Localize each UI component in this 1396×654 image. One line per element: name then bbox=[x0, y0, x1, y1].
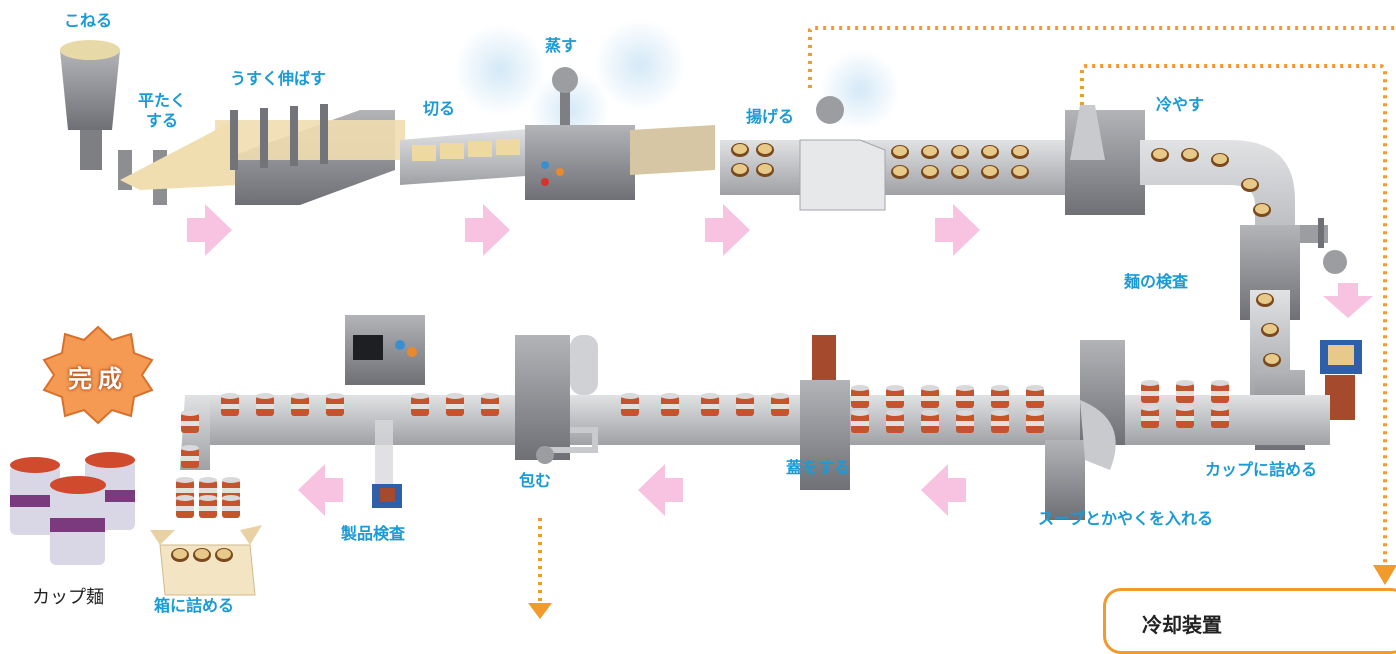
label-cut: 切る bbox=[423, 99, 456, 118]
product-inspection-machine bbox=[345, 315, 425, 508]
done-badge: 完成 bbox=[42, 325, 154, 425]
dotted-route bbox=[538, 26, 1396, 605]
soup-toppings-machine bbox=[1045, 340, 1125, 520]
label-product-inspection: 製品検査 bbox=[341, 524, 406, 543]
cooling-device-title: 冷却装置 bbox=[1142, 613, 1222, 637]
label-cool: 冷やす bbox=[1156, 95, 1205, 114]
label-cup-noodle: カップ麺 bbox=[32, 587, 104, 608]
done-badge-star bbox=[42, 325, 154, 425]
roller-machine bbox=[215, 104, 405, 205]
steamed-noodle-belt bbox=[630, 125, 715, 175]
wrap-machine bbox=[515, 335, 598, 464]
label-knead: こねる bbox=[64, 11, 113, 30]
flow-arrow-right bbox=[187, 204, 980, 256]
label-box-pack: 箱に詰める bbox=[154, 596, 235, 615]
label-fry: 揚げる bbox=[746, 107, 795, 126]
cooling-device-panel: 冷却装置 bbox=[1103, 588, 1396, 654]
cooling-machine bbox=[1065, 105, 1145, 215]
label-flatten-line2: する bbox=[146, 111, 179, 130]
flow-arrow-left bbox=[298, 464, 966, 516]
done-badge-text: 完成 bbox=[68, 365, 128, 393]
lid-machine bbox=[800, 335, 850, 490]
label-wrap: 包む bbox=[519, 471, 552, 490]
label-flatten-line1: 平たく bbox=[138, 91, 187, 110]
dough-sheet bbox=[120, 120, 240, 190]
label-lid: 蓋をする bbox=[786, 458, 851, 477]
production-line-illustration bbox=[10, 19, 1396, 619]
label-cup-fill: カップに詰める bbox=[1205, 460, 1318, 479]
flow-arrow-down bbox=[1323, 283, 1373, 318]
dotted-route-arrow bbox=[528, 603, 552, 619]
dotted-route-arrow bbox=[1373, 565, 1396, 585]
steam-machine bbox=[525, 67, 635, 200]
cut-noodle-blocks bbox=[412, 139, 520, 161]
bottom-conveyor bbox=[185, 395, 1330, 445]
label-roll-thin: うすく伸ばす bbox=[230, 69, 327, 88]
label-noodle-inspection: 麺の検査 bbox=[1124, 272, 1189, 291]
label-soup-toppings: スープとかやくを入れる bbox=[1038, 509, 1214, 528]
label-steam: 蒸す bbox=[545, 36, 578, 55]
fryer bbox=[799, 96, 886, 211]
cup-noodle-products bbox=[10, 452, 135, 565]
cardboard-box bbox=[150, 525, 262, 596]
